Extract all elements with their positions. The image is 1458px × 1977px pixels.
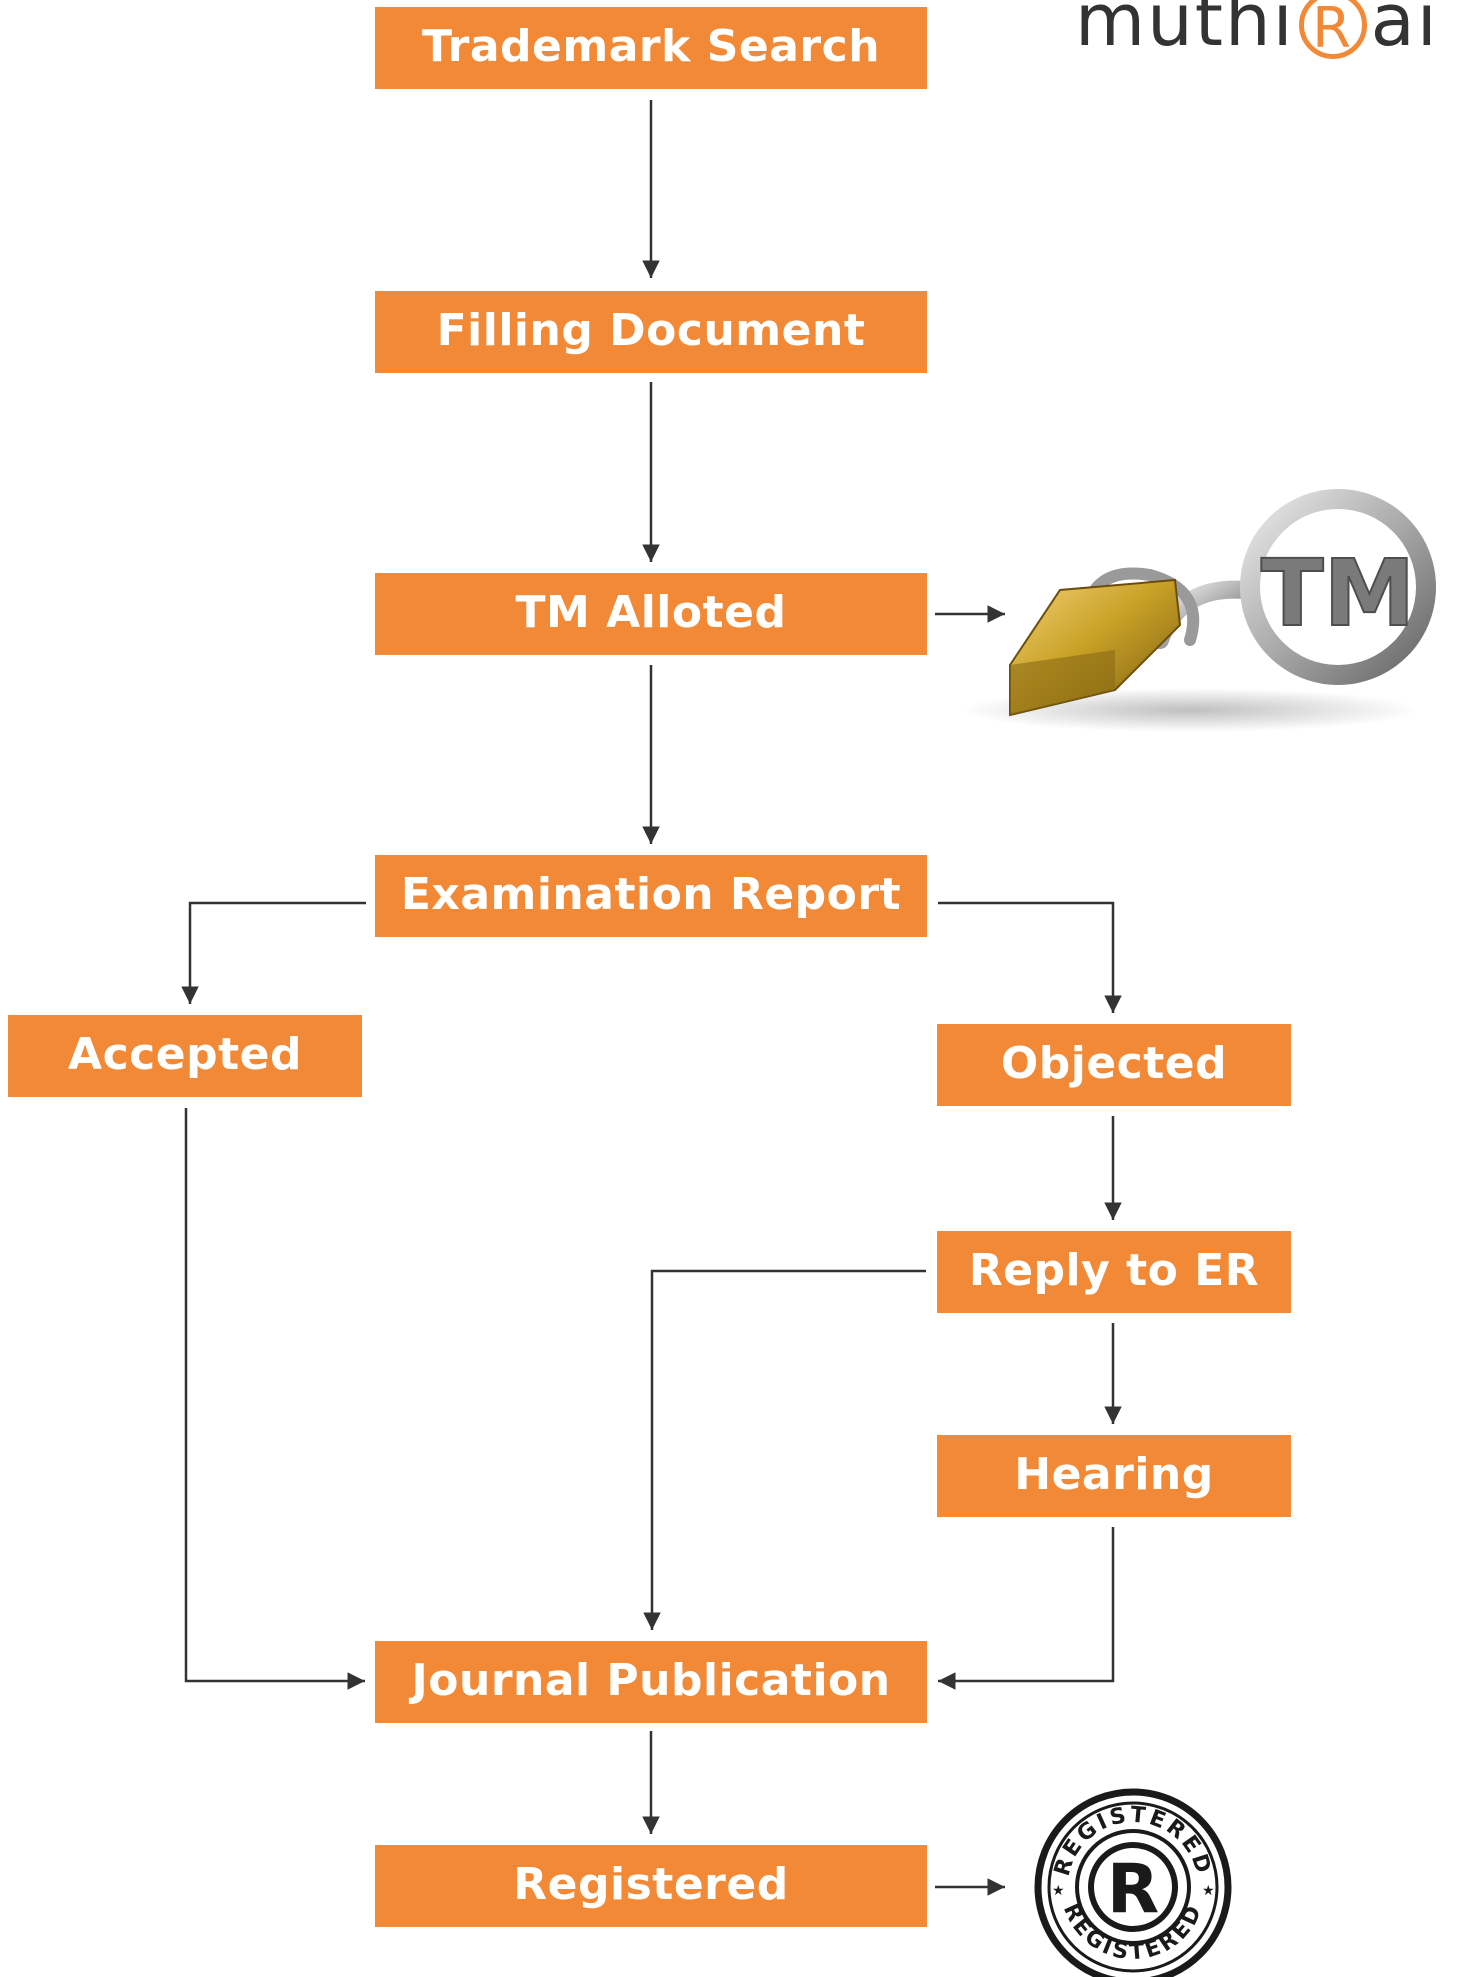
step-journal-publication: Journal Publication xyxy=(375,1641,927,1723)
step-label: Objected xyxy=(1000,1037,1228,1089)
svg-text:★: ★ xyxy=(1052,1883,1065,1899)
arrow-accepted-to-journal xyxy=(184,1108,365,1690)
step-label: Registered xyxy=(513,1858,789,1910)
step-reply-to-er: Reply to ER xyxy=(937,1231,1291,1313)
arrow-hearing-to-journal xyxy=(938,1527,1115,1690)
seal-r-mark: R xyxy=(1107,1850,1159,1929)
step-label: Filling Document xyxy=(436,304,866,356)
step-objected: Objected xyxy=(937,1024,1291,1106)
step-registered: Registered xyxy=(375,1845,927,1927)
logo-suffix: ai xyxy=(1370,0,1439,62)
step-tm-alloted: TM Alloted xyxy=(375,573,927,655)
step-label: Examination Report xyxy=(400,868,902,920)
tm-lock-text: TM xyxy=(1261,540,1415,647)
step-trademark-search: Trademark Search xyxy=(375,7,927,89)
tm-padlock-icon: TM xyxy=(960,489,1436,732)
logo-prefix: muthi xyxy=(1075,0,1295,62)
step-label: Hearing xyxy=(1014,1448,1214,1500)
step-filling-document: Filling Document xyxy=(375,291,927,373)
step-label: TM Alloted xyxy=(515,586,787,638)
step-examination-report: Examination Report xyxy=(375,855,927,937)
svg-text:★: ★ xyxy=(1202,1883,1215,1899)
arrow-exam-to-objected xyxy=(938,901,1122,1013)
arrow-exam-to-accepted xyxy=(181,901,366,1004)
step-label: Trademark Search xyxy=(421,20,881,72)
step-label: Journal Publication xyxy=(411,1654,891,1706)
step-label: Accepted xyxy=(68,1028,302,1080)
registered-seal-icon: REGISTERED REGISTERED R ★ ★ xyxy=(1034,1788,1232,1977)
step-accepted: Accepted xyxy=(8,1015,362,1097)
step-hearing: Hearing xyxy=(937,1435,1291,1517)
logo-r-mark: R xyxy=(1298,0,1367,61)
step-label: Reply to ER xyxy=(968,1244,1260,1296)
arrow-reply-to-journal xyxy=(643,1269,926,1630)
